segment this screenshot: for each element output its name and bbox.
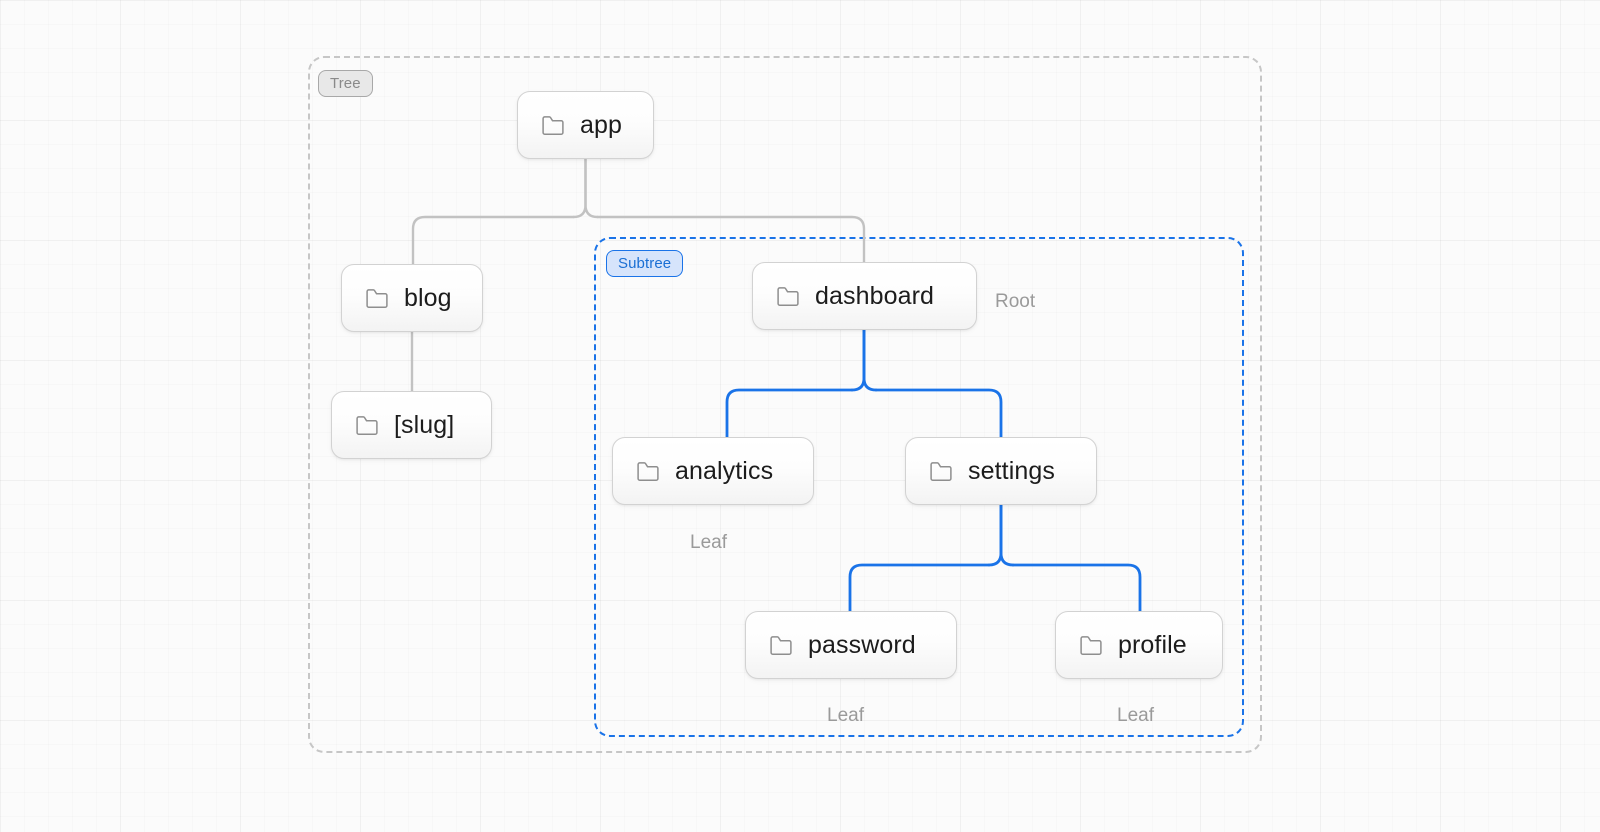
folder-icon xyxy=(930,461,952,481)
node-label: [slug] xyxy=(394,410,455,439)
folder-icon xyxy=(366,288,388,308)
folder-icon xyxy=(1080,635,1102,655)
node-role-root: Root xyxy=(995,291,1036,312)
tree-node-dashboard[interactable]: dashboard xyxy=(752,262,977,330)
tree-group-container xyxy=(308,56,1262,753)
tree-node-analytics[interactable]: analytics xyxy=(612,437,814,505)
folder-icon xyxy=(637,461,659,481)
node-label: settings xyxy=(968,456,1055,485)
node-role-leaf-analytics: Leaf xyxy=(690,532,727,553)
subtree-group-badge[interactable]: Subtree xyxy=(606,250,684,277)
node-label: app xyxy=(580,110,623,139)
folder-icon xyxy=(542,115,564,135)
subtree-group-container[interactable] xyxy=(594,237,1244,737)
tree-group-badge[interactable]: Tree xyxy=(318,70,373,97)
tree-node-settings[interactable]: settings xyxy=(905,437,1097,505)
node-label: dashboard xyxy=(815,281,935,310)
node-label: blog xyxy=(404,283,452,312)
folder-icon xyxy=(777,286,799,306)
folder-icon xyxy=(356,415,378,435)
node-label: profile xyxy=(1118,630,1187,659)
tree-node-password[interactable]: password xyxy=(745,611,957,679)
node-label: analytics xyxy=(675,456,774,485)
node-role-leaf-password: Leaf xyxy=(827,705,864,726)
tree-node-blog[interactable]: blog xyxy=(341,264,483,332)
tree-node-profile[interactable]: profile xyxy=(1055,611,1223,679)
tree-node-slug[interactable]: [slug] xyxy=(331,391,492,459)
node-role-leaf-profile: Leaf xyxy=(1117,705,1154,726)
folder-icon xyxy=(770,635,792,655)
node-label: password xyxy=(808,630,916,659)
tree-node-app[interactable]: app xyxy=(517,91,654,159)
